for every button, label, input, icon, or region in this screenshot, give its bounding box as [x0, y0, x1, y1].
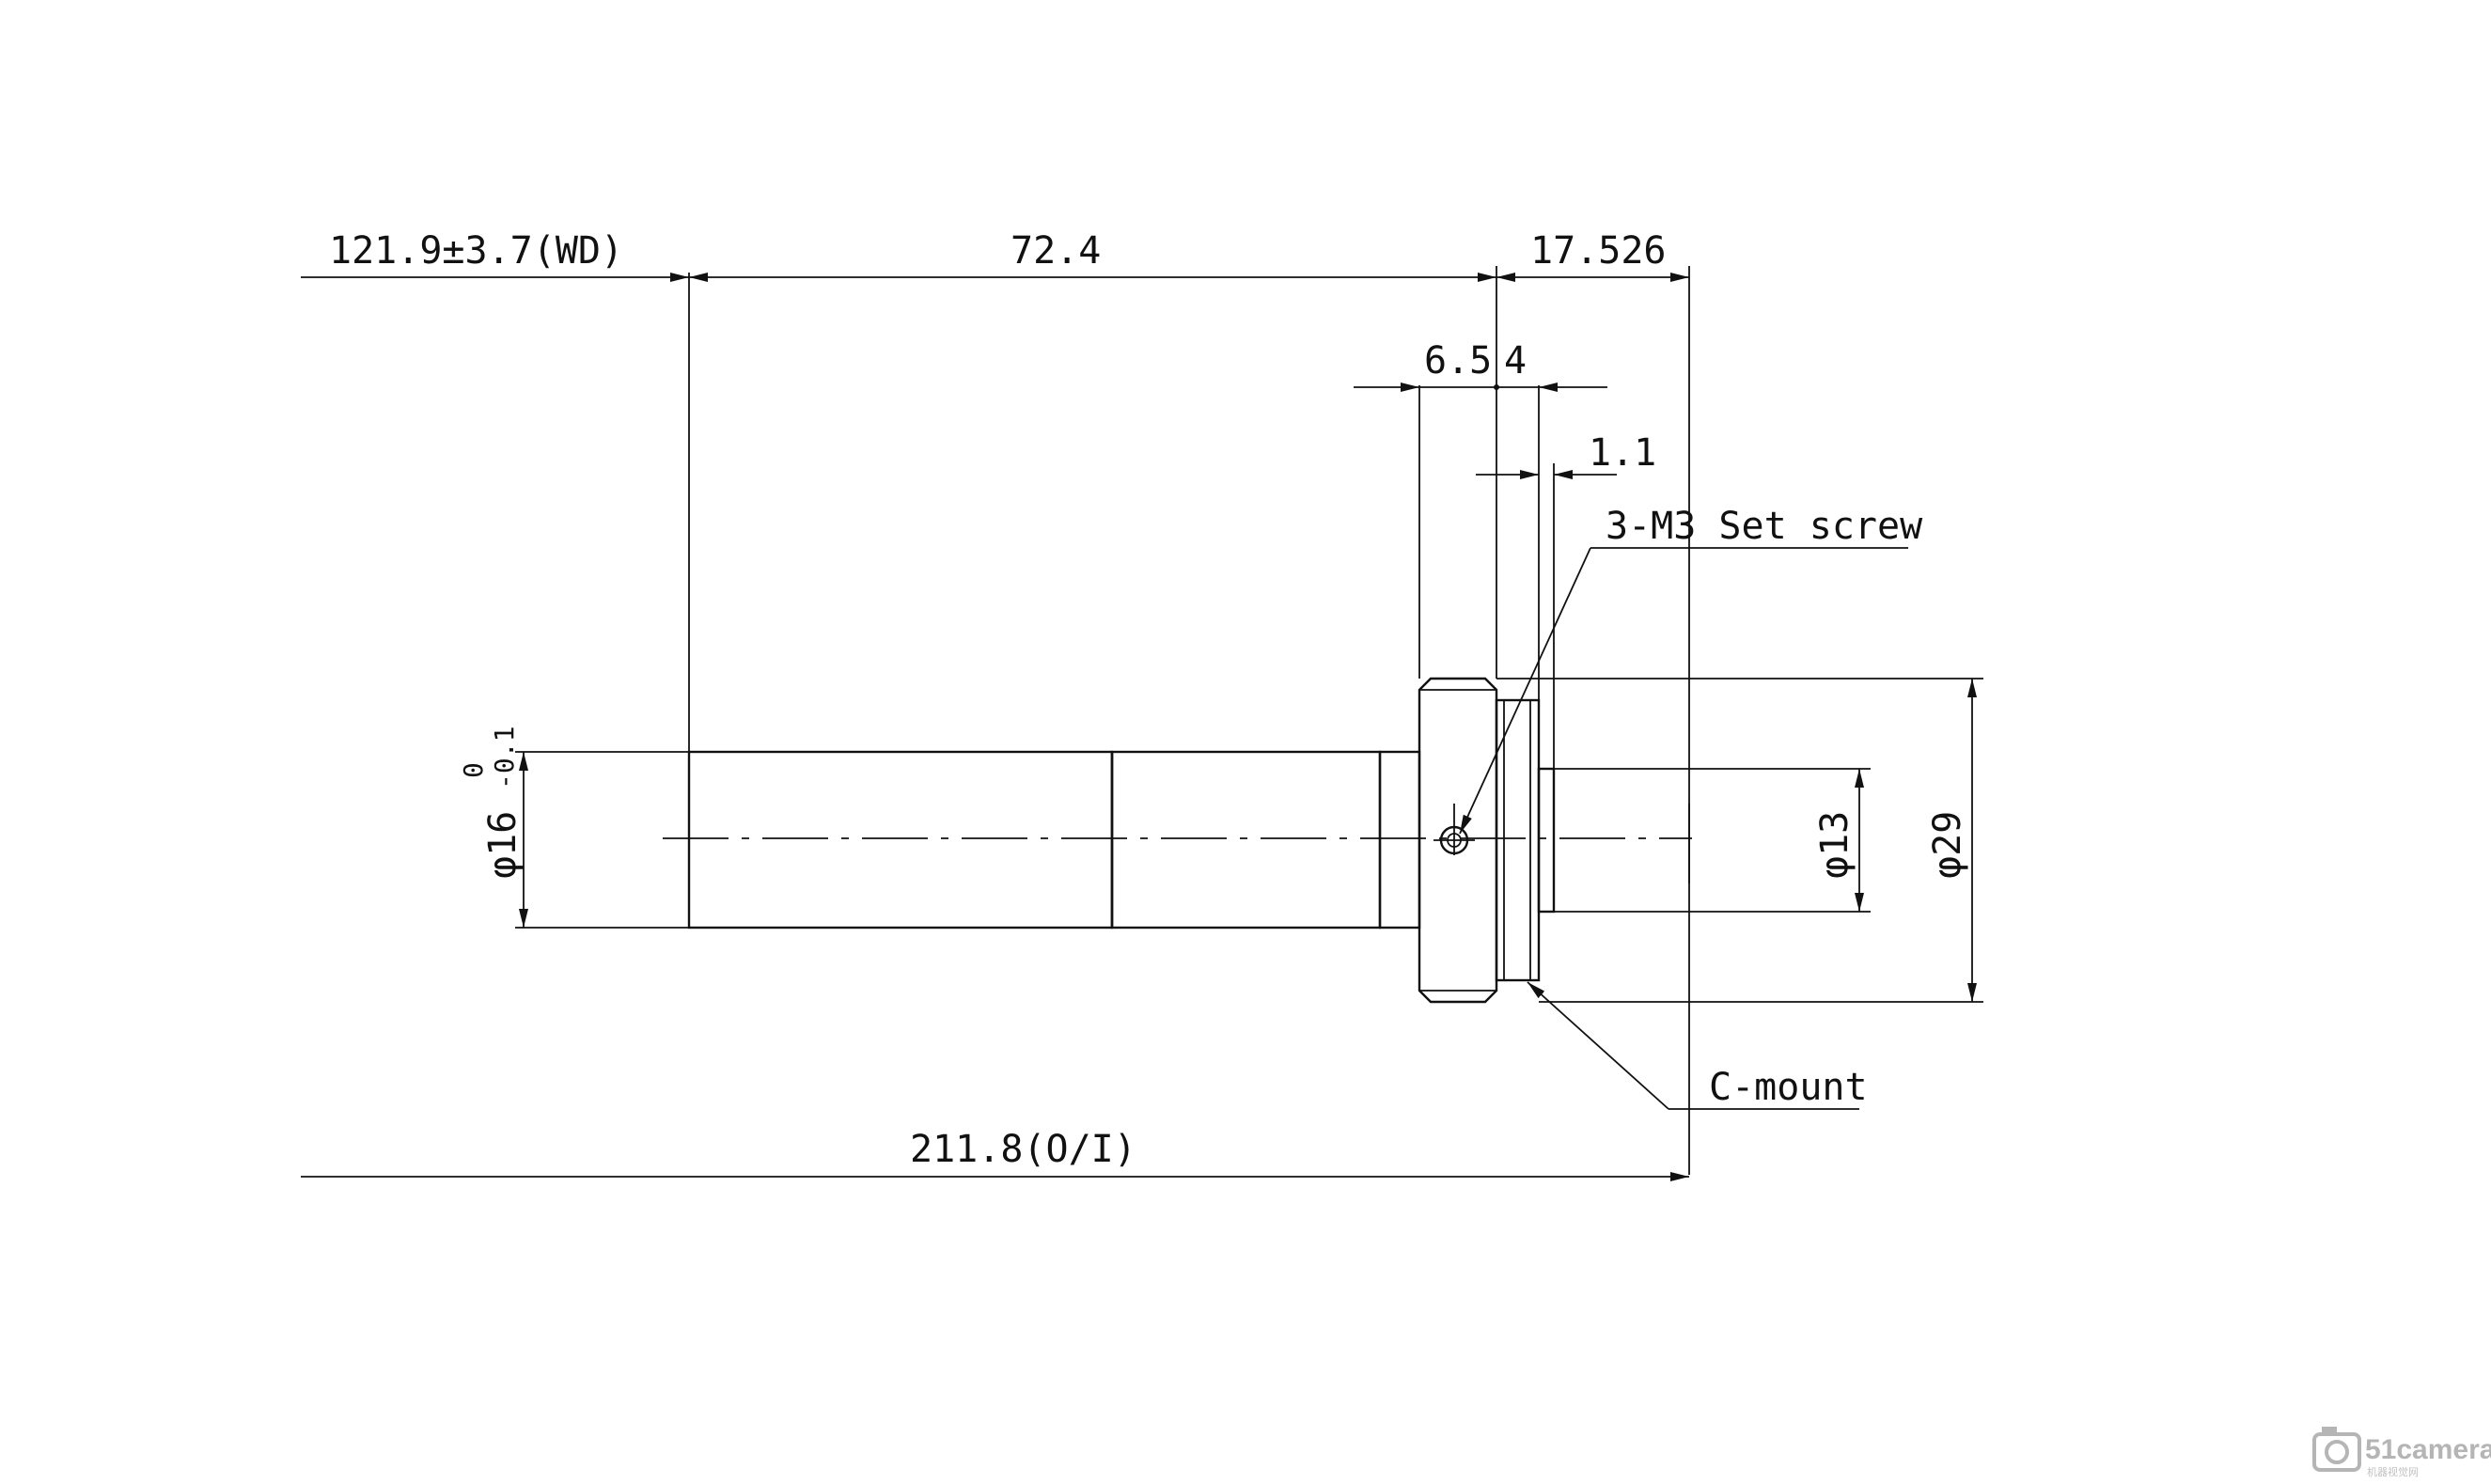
camera-logo-icon	[2312, 1427, 2361, 1472]
overall-length: 211.8(O/I)	[301, 1128, 1689, 1181]
dim-flange-diameter: φ29	[1926, 811, 1969, 879]
dim-object-image-distance: 211.8(O/I)	[910, 1128, 1136, 1171]
dim-thread-length: 4	[1504, 339, 1527, 383]
dim-front-tol-lower: -0.1	[489, 726, 520, 789]
label-set-screw: 3-M3 Set screw	[1606, 505, 1923, 548]
label-c-mount: C-mount	[1709, 1066, 1868, 1109]
rear-barrel	[1110, 750, 1382, 929]
dim-flange-back: 17.526	[1530, 229, 1667, 273]
dim-front-diameter: φ16	[481, 811, 525, 879]
dim-front-tol-upper: 0	[458, 762, 489, 778]
dim-working-distance: 121.9±3.7(WD)	[329, 229, 623, 273]
top-dimensions: 121.9±3.7(WD) 72.4 17.526 6.5 4 1.1	[301, 229, 1690, 1175]
dim-stub-diameter: φ13	[1813, 811, 1856, 879]
dim-barrel-length: 72.4	[1010, 229, 1101, 273]
dim-flange-width: 6.5	[1424, 339, 1492, 383]
watermark: 51camera 机器视觉网	[2312, 1427, 2491, 1478]
dim-stub-length: 1.1	[1589, 431, 1656, 475]
flange-ring	[1418, 677, 1498, 1004]
lens-body	[663, 677, 1692, 1004]
front-barrel	[687, 750, 1114, 929]
diameter-dimensions: φ16 0 -0.1 φ13 φ29	[458, 678, 1983, 1003]
rear-stub	[1537, 767, 1556, 914]
watermark-logo-text: 51camera	[2365, 1434, 2491, 1465]
watermark-sub-text: 机器视觉网	[2367, 1465, 2419, 1478]
c-mount-thread	[1495, 698, 1541, 982]
callouts: 3-M3 Set screw C-mount	[1459, 505, 1923, 1110]
barrel-step	[1378, 750, 1421, 929]
